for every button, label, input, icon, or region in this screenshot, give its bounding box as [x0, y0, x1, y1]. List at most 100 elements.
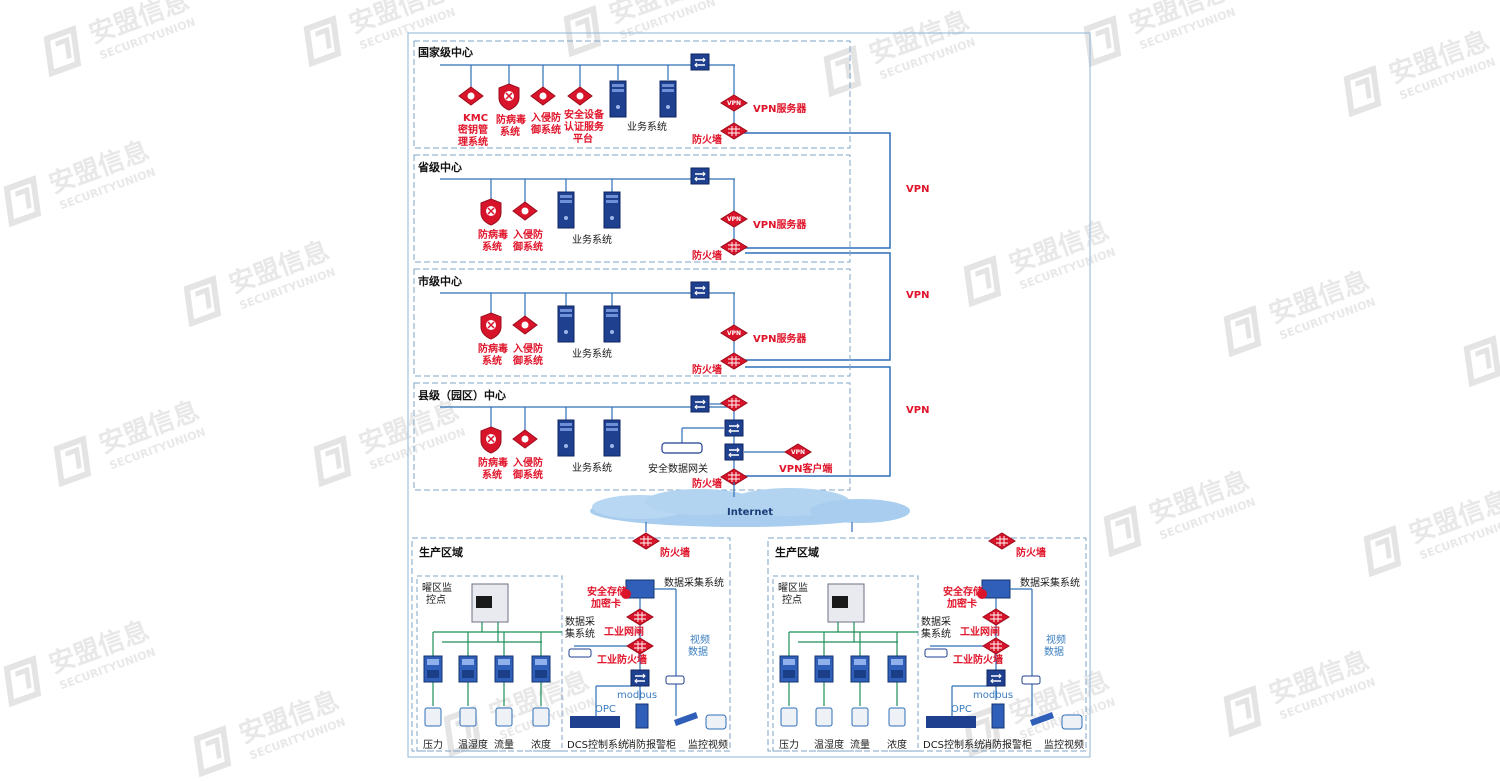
sensor-icon [459, 707, 477, 727]
server-icon [557, 419, 575, 457]
ips-icon [512, 429, 538, 449]
vpn-badge-text: VPN [791, 449, 805, 456]
collect-short-label-2: 集系统 [565, 627, 595, 640]
vpn-link-label-2: VPN [906, 290, 929, 301]
vpn-client-label: VPN客户端 [779, 462, 832, 475]
io-module-icon [779, 655, 799, 683]
modbus-label: modbus [617, 690, 657, 701]
server-icon [603, 419, 621, 457]
antivirus-shield-icon [480, 312, 502, 340]
server-icon [557, 305, 575, 343]
firewall-label: 防火墙 [692, 133, 722, 146]
av-label-2: 系统 [482, 354, 502, 367]
cert-label-2: 认证服务 [564, 120, 605, 133]
kmc-label-1: KMC [463, 113, 488, 124]
gateway-label: 安全数据网关 [648, 462, 708, 475]
industrial-gateway-label: 工业网闸 [604, 625, 644, 638]
server-icon [603, 191, 621, 229]
biz-label: 业务系统 [627, 120, 667, 133]
ips-icon [512, 315, 538, 335]
server-icon [557, 191, 575, 229]
io-module-icon [531, 655, 551, 683]
industrial-gateway-label: 工业网闸 [960, 625, 1000, 638]
kmc-label-3: 理系统 [458, 135, 488, 148]
av-label-2: 系统 [482, 240, 502, 253]
sensor-icon [495, 707, 513, 727]
cert-label-3: 平台 [573, 132, 593, 145]
sensor-label: 压力 [779, 738, 799, 751]
production-zone-2: 生产区域防火墙曜区监控点压力温湿度流量浓度数据采集系统安全存储加密卡工业网闸工业… [767, 532, 1087, 752]
lower-centers: 省级中心防病毒系统入侵防御系统业务系统VPNVPN服务器防火墙市级中心防病毒系统… [413, 154, 851, 491]
storage-card-label-1: 安全存储 [587, 585, 627, 598]
vpn-server-label: VPN服务器 [753, 218, 807, 231]
switch-icon [986, 669, 1006, 687]
firewall-label: 防火墙 [660, 546, 690, 559]
vpn-server-label: VPN服务器 [753, 332, 807, 345]
av-label-1: 防病毒 [496, 113, 526, 126]
ips-label-2: 御系统 [512, 468, 543, 481]
video-monitor-label: 监控视频 [1044, 738, 1084, 751]
ips-label-2: 御系统 [512, 240, 543, 253]
sensor-icon [424, 707, 442, 727]
biz-label: 业务系统 [572, 347, 612, 360]
vpn-links [735, 132, 891, 477]
biz-label: 业务系统 [572, 461, 612, 474]
video-data-label-2: 数据 [1044, 645, 1064, 658]
camera-icon [674, 712, 698, 726]
sensor-label: 浓度 [531, 738, 551, 751]
firewall-icon [720, 238, 748, 256]
ips-label-2: 御系统 [512, 354, 543, 367]
av-label-1: 防病毒 [478, 342, 508, 355]
switch-icon [690, 395, 710, 413]
collector-gateway-icon [568, 648, 592, 658]
production-zone-1: 生产区域防火墙曜区监控点压力温湿度流量浓度数据采集系统安全存储加密卡工业网闸工业… [411, 532, 731, 752]
io-module-icon [458, 655, 478, 683]
internet-label: Internet [727, 507, 773, 518]
storage-card-icon [977, 589, 987, 599]
ips-label-1: 入侵防 [513, 342, 543, 355]
monitor-point-label-1: 曜区监 [778, 581, 808, 594]
storage-card-label-2: 加密卡 [590, 597, 621, 610]
zone-title: 生产区域 [775, 545, 819, 559]
sensor-label: 压力 [423, 738, 443, 751]
firewall-label: 防火墙 [692, 363, 722, 376]
switch-icon [690, 281, 710, 299]
fire-alarm-cabinet-icon [991, 703, 1005, 729]
storage-card-icon [621, 589, 631, 599]
vpn-badge-text: VPN [727, 216, 741, 223]
sensor-icon [780, 707, 798, 727]
data-collect-label: 数据采集系统 [664, 576, 724, 589]
vpn-badge-text: VPN [727, 330, 741, 337]
sensor-label: 流量 [850, 738, 870, 751]
center-title: 市级中心 [418, 274, 462, 288]
switch-icon [690, 53, 710, 71]
vpn-badge-text: VPN [727, 100, 741, 107]
av-label-1: 防病毒 [478, 228, 508, 241]
firewall-icon [720, 394, 748, 412]
ips-icon [530, 86, 556, 106]
sensor-icon [532, 707, 550, 727]
sensor-icon [815, 707, 833, 727]
sensor-label: 浓度 [887, 738, 907, 751]
switch-icon [724, 419, 744, 437]
sensor-label: 流量 [494, 738, 514, 751]
firewall-label: 防火墙 [1016, 546, 1046, 559]
video-data-label-1: 视频 [690, 633, 710, 646]
server-icon [603, 305, 621, 343]
server-icon [609, 80, 627, 118]
dcs-label: DCS控制系统 [923, 738, 984, 751]
center-title: 县级（园区）中心 [418, 388, 506, 402]
antivirus-shield-icon [480, 426, 502, 454]
internet-cloud: Internet [590, 488, 910, 527]
